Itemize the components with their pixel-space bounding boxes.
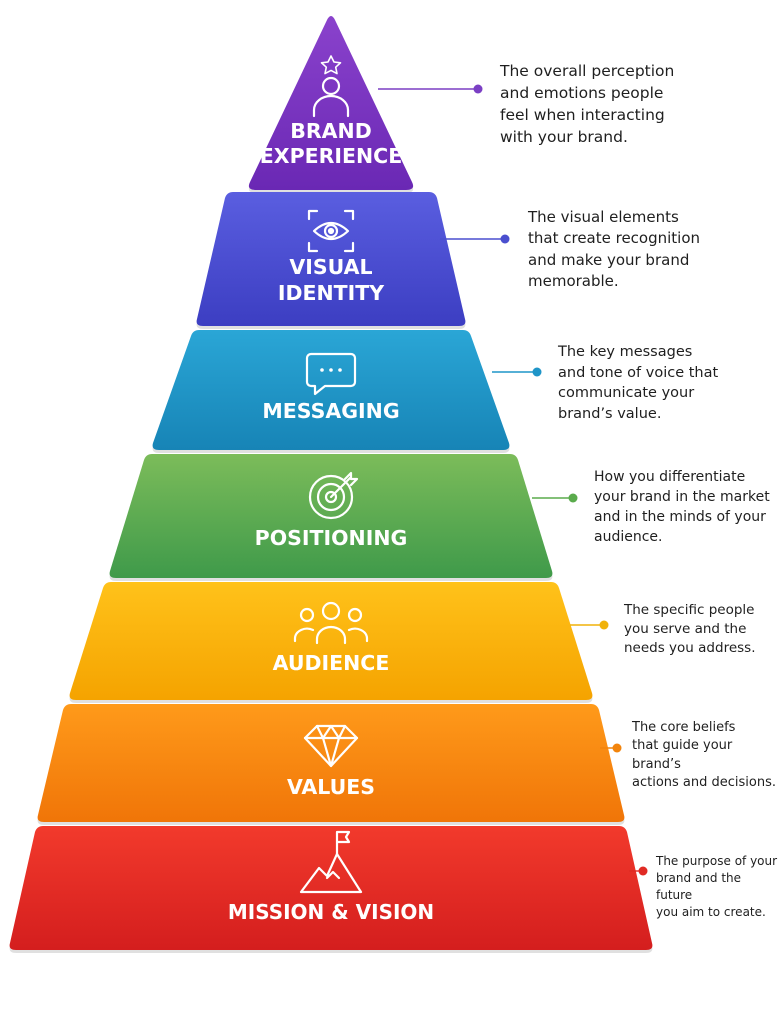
tier-label: MESSAGING <box>262 399 399 423</box>
tier-label: IDENTITY <box>278 281 385 305</box>
connector-dot <box>500 234 510 244</box>
tier-label: POSITIONING <box>255 526 408 550</box>
tier-values: VALUES <box>37 704 625 825</box>
tier-shape <box>152 330 510 450</box>
tier-positioning: POSITIONING <box>109 454 553 581</box>
tier-mission-vision: MISSION & VISION <box>9 826 653 953</box>
description-positioning: How you differentiate your brand in the … <box>594 469 770 545</box>
description-visual-identity: The visual elements that create recognit… <box>528 208 701 290</box>
tier-label: VALUES <box>287 775 375 799</box>
tier-label: MISSION & VISION <box>228 900 434 924</box>
connector-dot <box>612 743 622 753</box>
connector-dot <box>638 866 648 876</box>
description-audience: The specific people you serve and the ne… <box>624 602 756 657</box>
tier-label: BRAND <box>290 119 371 143</box>
chat-bubble-icon <box>305 352 357 396</box>
target-icon <box>308 471 359 520</box>
mountain-flag-icon <box>299 830 363 894</box>
connector-dot <box>532 367 542 377</box>
description-brand-experience: The overall perception and emotions peop… <box>500 62 675 146</box>
tier-label: EXPERIENCE <box>260 144 402 168</box>
tier-messaging: MESSAGING <box>152 330 510 453</box>
tier-shape <box>196 192 466 326</box>
description-messaging: The key messages and tone of voice that … <box>558 344 719 422</box>
tier-shape <box>69 582 593 700</box>
tier-audience: AUDIENCE <box>69 582 593 703</box>
connector-dot <box>599 620 609 630</box>
diamond-icon <box>303 724 359 768</box>
tier-shape <box>248 16 414 190</box>
eye-icon <box>307 209 355 253</box>
description-values: The core beliefs that guide your brand’s… <box>632 720 777 791</box>
person-star-icon <box>312 55 350 118</box>
connector-dot <box>568 493 578 503</box>
tier-shape <box>109 454 553 578</box>
tier-label: VISUAL <box>289 255 372 279</box>
connector-dot <box>473 84 483 94</box>
tier-shape <box>9 826 653 950</box>
description-mission-vision: The purpose of your brand and the future… <box>656 854 778 920</box>
tier-label: AUDIENCE <box>273 651 390 675</box>
group-icon <box>293 601 369 645</box>
